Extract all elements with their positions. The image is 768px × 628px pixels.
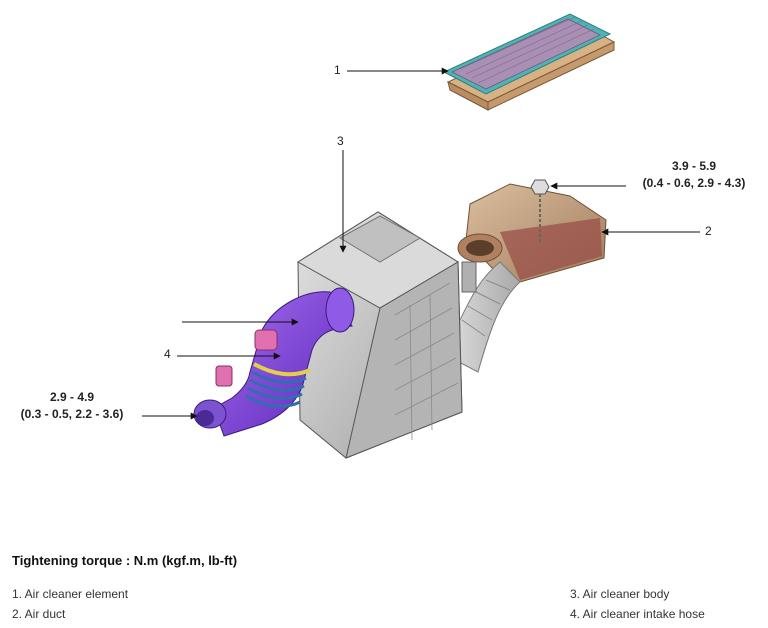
torque-spec-left: 2.9 - 4.9 (0.3 - 0.5, 2.2 - 3.6) [4, 389, 140, 423]
legend-item-1: 1. Air cleaner element [12, 587, 129, 601]
legend-item-4: 4. Air cleaner intake hose [570, 607, 705, 621]
torque-right-units: (0.4 - 0.6, 2.9 - 4.3) [642, 176, 746, 190]
legend-item-2: 2. Air duct [12, 607, 66, 621]
legend-right: 3. Air cleaner body 4. Air cleaner intak… [570, 584, 705, 624]
bellows-connector [454, 261, 521, 373]
legend-left: 1. Air cleaner element 2. Air duct [12, 584, 128, 624]
tightening-torque-heading: Tightening torque : N.m (kgf.m, lb-ft) [12, 553, 238, 568]
torque-left-units: (0.3 - 0.5, 2.2 - 3.6) [20, 407, 124, 421]
air-cleaner-diagram [142, 13, 700, 459]
air-cleaner-body [297, 211, 477, 459]
callout-2: 2 [705, 224, 712, 238]
torque-spec-right: 3.9 - 5.9 (0.4 - 0.6, 2.9 - 4.3) [626, 158, 762, 192]
callout-1: 1 [334, 63, 341, 77]
torque-right-nm: 3.9 - 5.9 [671, 159, 717, 173]
callout-3: 3 [337, 134, 344, 148]
duct-bolt [530, 179, 550, 244]
leader-lines [142, 67, 700, 420]
torque-left-nm: 2.9 - 4.9 [49, 390, 95, 404]
air-duct [457, 183, 607, 283]
legend-item-3: 3. Air cleaner body [570, 587, 670, 601]
callout-4: 4 [164, 347, 171, 361]
air-cleaner-element [442, 13, 616, 111]
